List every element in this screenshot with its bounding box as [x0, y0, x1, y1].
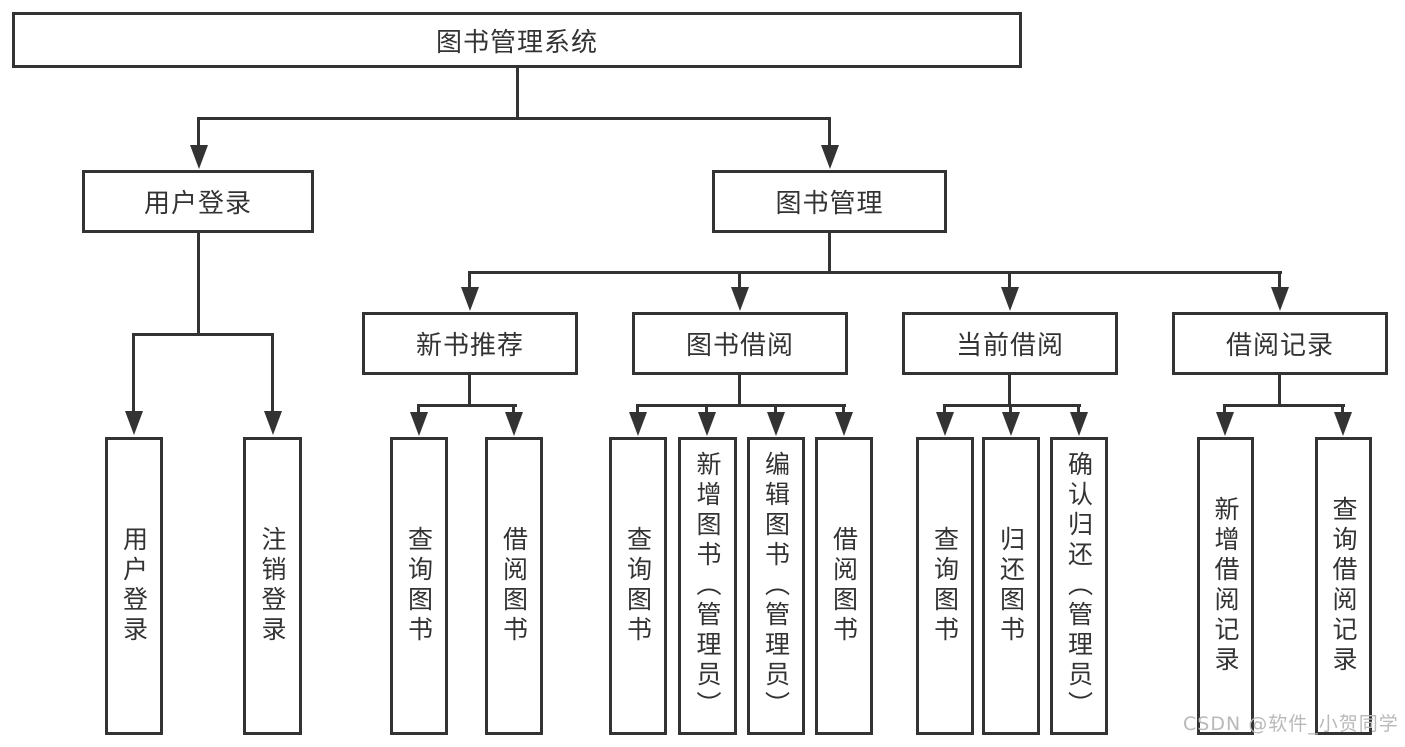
arrowhead-down-icon	[731, 287, 749, 311]
leaf-logout: 注销登录	[243, 437, 302, 735]
connector-line	[417, 404, 420, 414]
leaf-confirm-return-admin: 确认归还（管理员）	[1050, 437, 1108, 735]
connector-line	[943, 404, 1081, 407]
arrowhead-down-icon	[410, 412, 428, 436]
leaf-edit-books-admin: 编辑图书（管理员）	[747, 437, 805, 735]
connector-line	[636, 404, 846, 407]
arrowhead-down-icon	[835, 412, 853, 436]
leaf-return-books: 归还图书	[982, 437, 1040, 735]
connector-line	[943, 404, 946, 414]
connector-line	[468, 271, 471, 289]
arrowhead-down-icon	[767, 412, 785, 436]
arrowhead-down-icon	[190, 145, 208, 169]
arrowhead-down-icon	[698, 412, 716, 436]
arrowhead-down-icon	[125, 411, 143, 435]
arrowhead-down-icon	[461, 287, 479, 311]
connector-line	[197, 233, 200, 336]
arrowhead-down-icon	[1334, 412, 1352, 436]
arrowhead-down-icon	[629, 412, 647, 436]
connector-line	[1278, 271, 1281, 289]
connector-line	[828, 233, 831, 274]
connector-line	[271, 333, 274, 413]
connector-line	[1009, 404, 1012, 414]
connector-line	[1008, 271, 1011, 289]
arrowhead-down-icon	[1002, 412, 1020, 436]
leaf-query-books-borrowing: 查询图书	[609, 437, 667, 735]
leaf-query-books-recommend: 查询图书	[390, 437, 448, 735]
leaf-borrow-books: 借阅图书	[815, 437, 873, 735]
node-borrow-records: 借阅记录	[1172, 312, 1388, 375]
leaf-user-login: 用户登录	[105, 437, 163, 735]
connector-line	[1278, 375, 1281, 407]
connector-line	[417, 404, 517, 407]
arrowhead-down-icon	[505, 412, 523, 436]
connector-line	[132, 333, 274, 336]
csdn-watermark: CSDN @软件_小贺同学	[1183, 713, 1399, 735]
leaf-query-books-current: 查询图书	[916, 437, 974, 735]
connector-line	[1341, 404, 1344, 414]
connector-line	[468, 375, 471, 407]
connector-line	[774, 404, 777, 414]
node-new-book-recommend: 新书推荐	[362, 312, 578, 375]
connector-line	[705, 404, 708, 414]
connector-line	[132, 333, 135, 413]
connector-line	[1008, 375, 1011, 407]
connector-line	[842, 404, 845, 414]
leaf-add-borrow-record: 新增借阅记录	[1197, 437, 1254, 735]
connector-line	[636, 404, 639, 414]
connector-line	[516, 68, 519, 118]
connector-line	[1077, 404, 1080, 414]
connector-line	[828, 117, 831, 147]
connector-line	[1223, 404, 1345, 407]
node-user-login: 用户登录	[82, 170, 314, 233]
leaf-borrow-books-recommend: 借阅图书	[485, 437, 543, 735]
leaf-query-borrow-record: 查询借阅记录	[1315, 437, 1372, 735]
node-book-management: 图书管理	[712, 170, 947, 233]
arrowhead-down-icon	[1070, 412, 1088, 436]
connector-line	[197, 117, 200, 147]
node-book-borrowing: 图书借阅	[632, 312, 848, 375]
node-root: 图书管理系统	[12, 12, 1022, 68]
leaf-add-books-admin: 新增图书（管理员）	[678, 437, 737, 735]
arrowhead-down-icon	[1001, 287, 1019, 311]
connector-line	[738, 271, 741, 289]
node-current-borrowing: 当前借阅	[902, 312, 1118, 375]
connector-line	[468, 271, 1282, 274]
connector-line	[197, 117, 831, 120]
arrowhead-down-icon	[821, 145, 839, 169]
connector-line	[1223, 404, 1226, 414]
connector-line	[738, 375, 741, 407]
arrowhead-down-icon	[936, 412, 954, 436]
arrowhead-down-icon	[1216, 412, 1234, 436]
connector-line	[512, 404, 515, 414]
arrowhead-down-icon	[264, 411, 282, 435]
arrowhead-down-icon	[1271, 287, 1289, 311]
